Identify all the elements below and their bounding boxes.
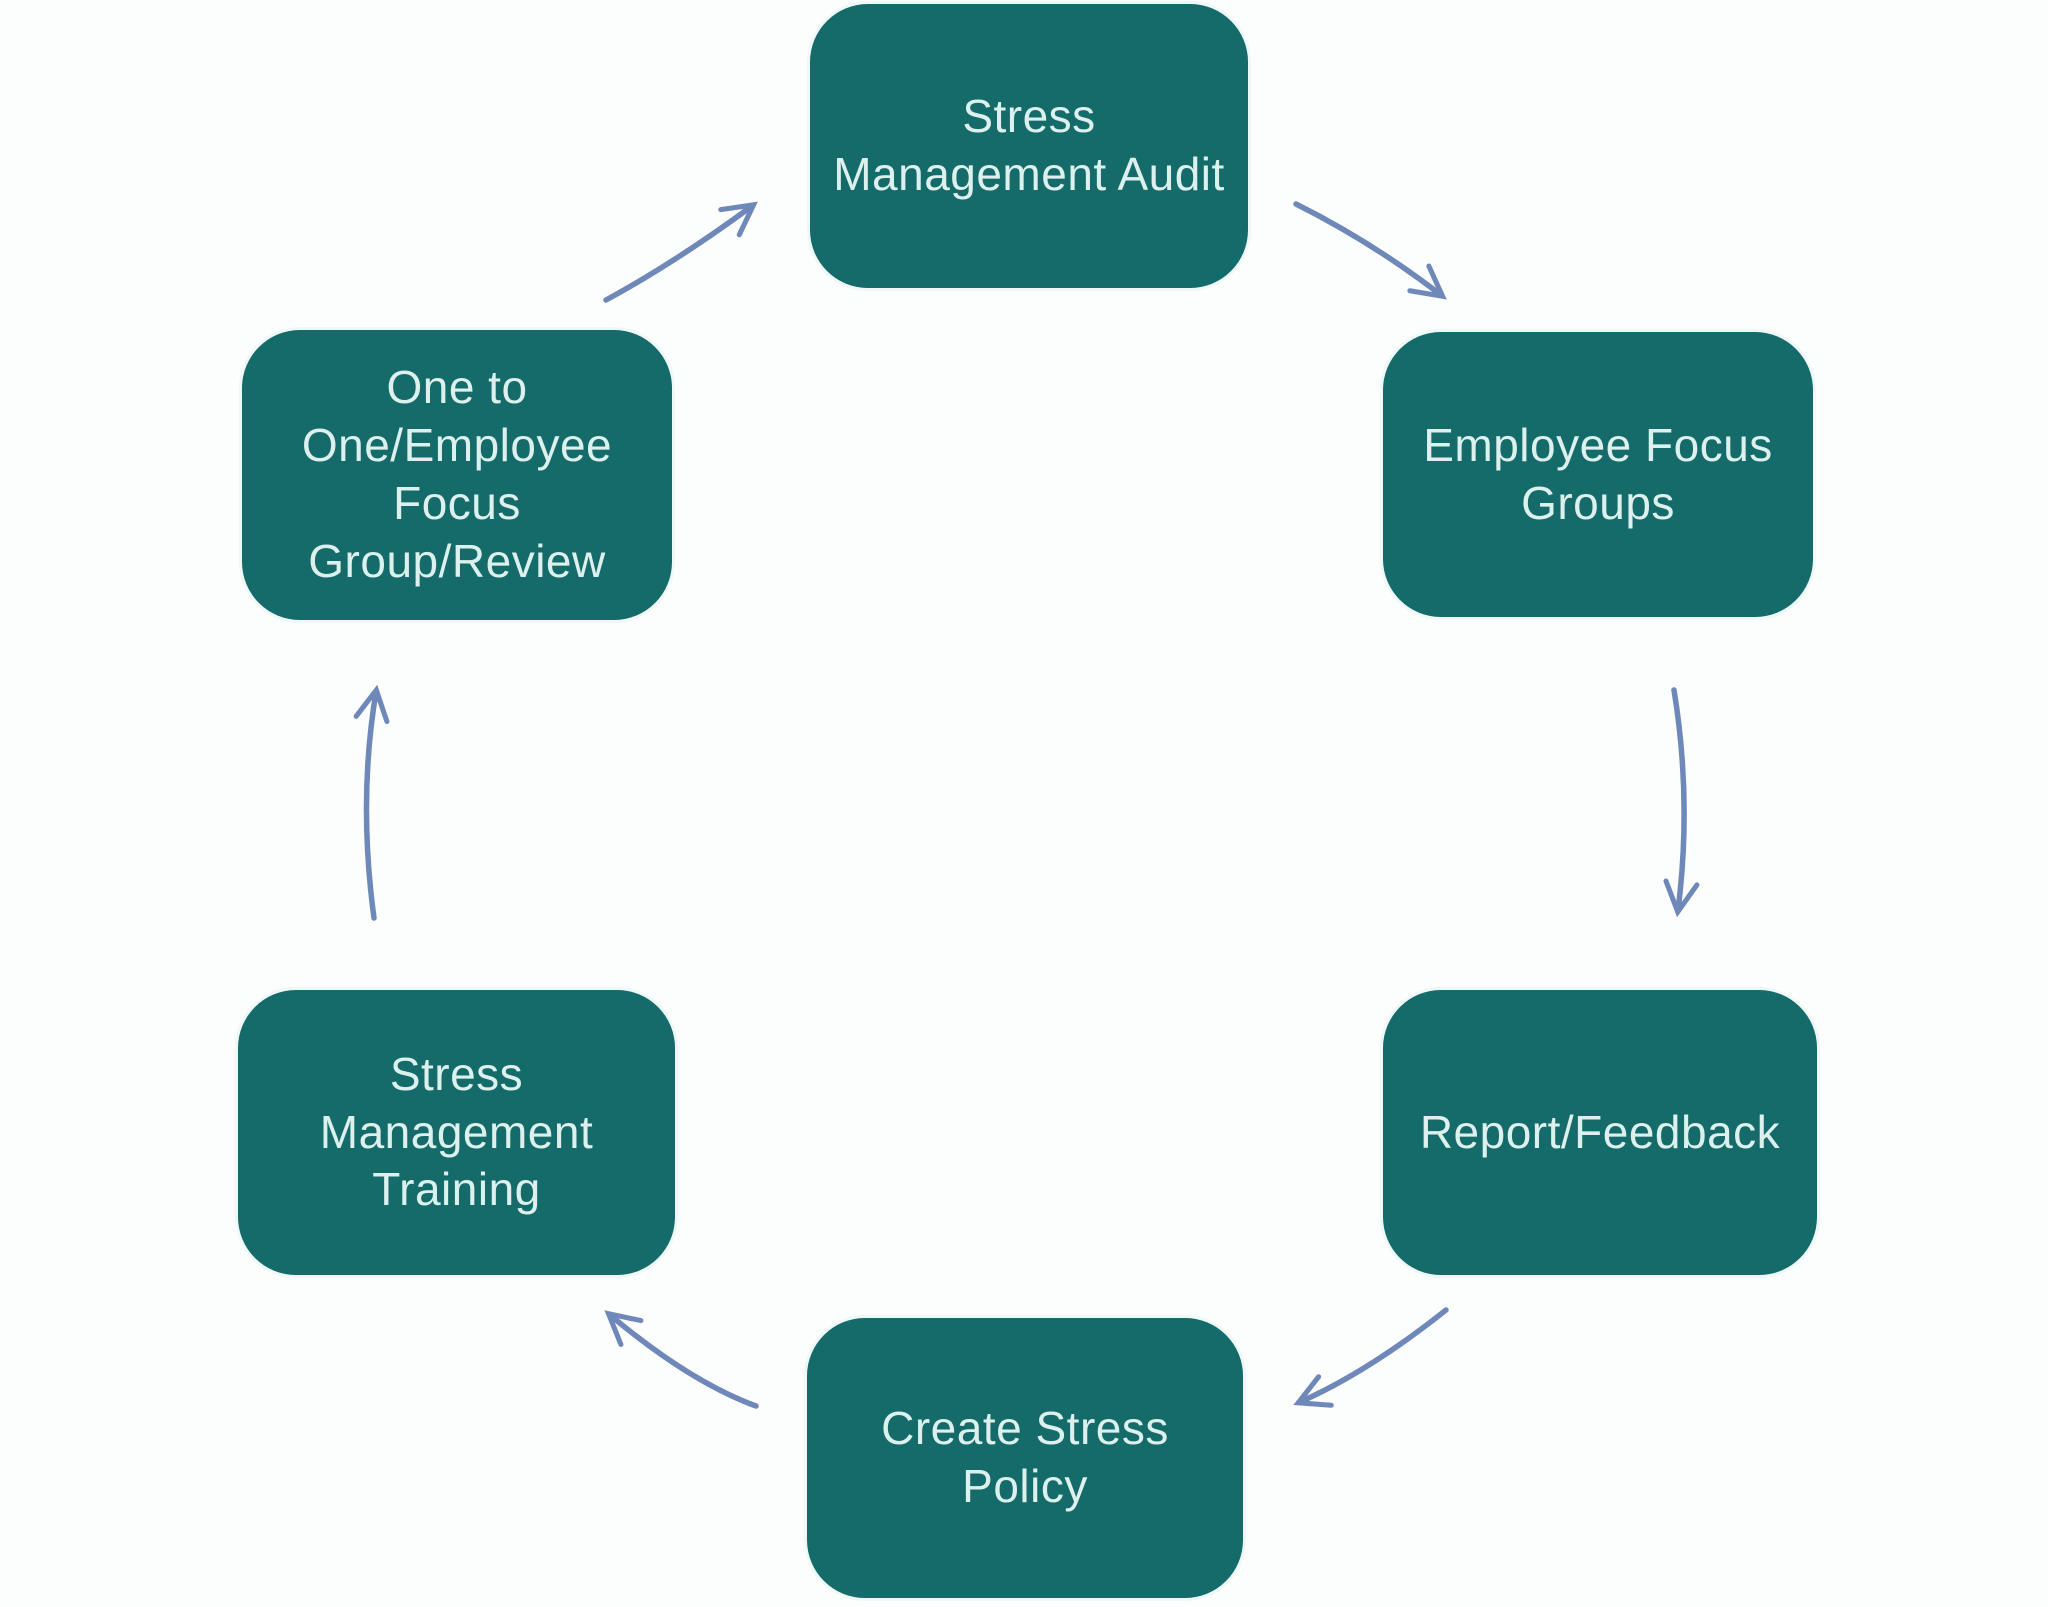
arrow-audit-to-employee [1293, 201, 1447, 300]
node-label: Report/Feedback [1419, 1105, 1781, 1158]
node-label: Create Stress Policy [881, 1402, 1169, 1512]
node-report-feedback: Report/Feedback [1383, 990, 1817, 1275]
node-stress-management-training: Stress Management Training [238, 990, 675, 1275]
arrow-training-to-onetoone [353, 684, 390, 921]
arrow-report-to-policy [1293, 1307, 1449, 1408]
node-one-to-one-review: One to One/Employee Focus Group/Review [242, 330, 672, 620]
node-label: One to One/Employee Focus Group/Review [301, 361, 613, 587]
node-employee-focus-groups: Employee Focus Groups [1383, 332, 1813, 617]
node-label: Employee Focus Groups [1423, 418, 1773, 529]
node-stress-management-audit: Stress Management Audit [810, 4, 1248, 288]
arrow-policy-to-training [604, 1310, 759, 1409]
arrow-onetoone-to-audit [603, 201, 758, 303]
node-label: Stress Management Audit [833, 90, 1225, 200]
node-label: Stress Management Training [319, 1047, 594, 1216]
arrow-employee-to-report [1663, 687, 1700, 918]
node-create-stress-policy: Create Stress Policy [807, 1318, 1243, 1598]
